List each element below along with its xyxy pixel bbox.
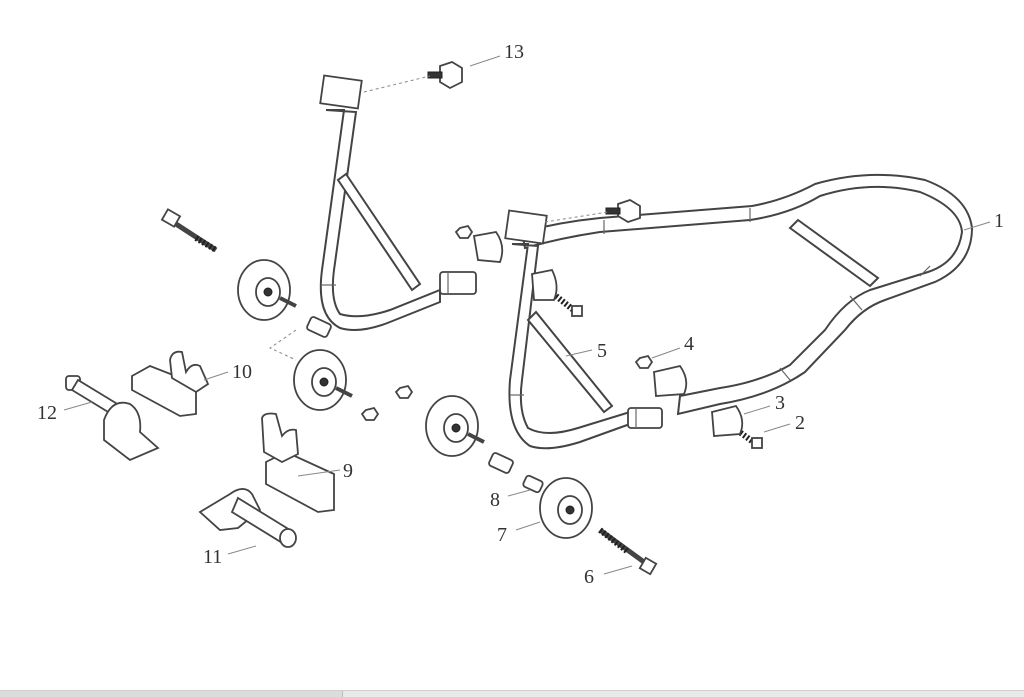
wheels — [237, 259, 593, 539]
callout-13: 13 — [504, 41, 524, 63]
left-upright — [319, 74, 477, 331]
fork-adapter-9 — [261, 412, 335, 513]
spacers — [306, 316, 544, 494]
main-frame — [520, 173, 974, 416]
nuts — [360, 224, 654, 421]
callout-8: 8 — [490, 489, 500, 511]
callout-7: 7 — [497, 524, 507, 546]
pin-adapter-11 — [198, 488, 297, 548]
leader-lines — [63, 55, 991, 575]
bolts — [160, 208, 763, 576]
scrollbar-thumb[interactable] — [0, 691, 343, 697]
callout-4: 4 — [684, 333, 694, 355]
fork-adapter-10 — [131, 350, 210, 417]
callout-5: 5 — [597, 340, 607, 362]
clamps — [472, 231, 744, 437]
callout-10: 10 — [232, 361, 252, 383]
callout-1: 1 — [994, 210, 1004, 232]
knob-13 — [427, 61, 641, 223]
callout-2: 2 — [795, 412, 805, 434]
callout-3: 3 — [775, 392, 785, 414]
bottom-scrollbar[interactable] — [0, 690, 1024, 697]
callout-6: 6 — [584, 566, 594, 588]
callout-12: 12 — [37, 402, 57, 424]
callout-9: 9 — [343, 460, 353, 482]
callout-11: 11 — [203, 546, 222, 568]
pin-adapter-12 — [65, 375, 160, 462]
right-upright — [504, 209, 663, 450]
